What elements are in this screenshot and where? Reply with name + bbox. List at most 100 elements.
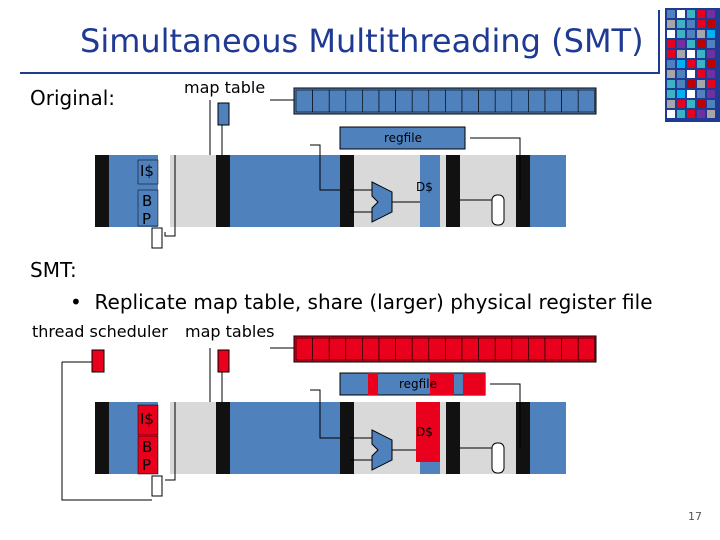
- thread-scheduler-box: [91, 349, 105, 373]
- logo-square: [677, 20, 685, 28]
- original-map-table-read-port: [217, 102, 230, 126]
- map-table-cell: [561, 89, 579, 113]
- smt-map-table-read-port: [217, 349, 230, 373]
- map-table-cell: [561, 337, 579, 361]
- logo-square: [707, 50, 715, 58]
- smt-bullet: • Replicate map table, share (larger) ph…: [70, 290, 653, 314]
- logo-square: [687, 50, 695, 58]
- original-heading: Original:: [30, 86, 115, 110]
- map-table-cell: [528, 337, 546, 361]
- map-table-cell: [577, 337, 596, 361]
- logo-square: [677, 100, 685, 108]
- map-table-cell: [411, 89, 430, 113]
- logo-square: [687, 100, 695, 108]
- logo-square: [707, 10, 715, 18]
- map-table-cell: [445, 337, 463, 361]
- map-table-cell: [428, 89, 446, 113]
- logo-square: [687, 30, 695, 38]
- map-table-cell: [511, 337, 529, 361]
- smt-dcache-box: [416, 402, 440, 462]
- map-table-cell: [345, 337, 363, 361]
- original-branch-predictor-box: [137, 189, 159, 227]
- smt-dcache-label: D$: [416, 425, 433, 439]
- original-map-table-label: map table: [184, 78, 266, 97]
- map-table-cell: [411, 337, 430, 361]
- logo-square: [677, 50, 685, 58]
- logo-square: [677, 80, 685, 88]
- original-dcache-stage: [420, 155, 440, 227]
- map-table-cell: [461, 89, 479, 113]
- original-rename-stage: [230, 155, 340, 227]
- original-icache-box: [137, 159, 159, 185]
- logo-square: [677, 110, 685, 118]
- map-table-cell: [362, 89, 380, 113]
- smt-writeback-mux: [491, 442, 505, 474]
- logo-square: [697, 90, 705, 98]
- logo-square: [677, 30, 685, 38]
- logo-square: [687, 110, 695, 118]
- title-underline: [20, 72, 660, 74]
- map-table-cell: [544, 337, 562, 361]
- logo-square: [687, 20, 695, 28]
- logo-grid: [665, 8, 720, 122]
- map-table-cell: [328, 337, 347, 361]
- original-writeback-mux: [491, 194, 505, 226]
- logo-square: [667, 20, 675, 28]
- smt-regfile-label: regfile: [399, 377, 437, 391]
- original-latch-3: [446, 155, 460, 227]
- map-table-cell: [511, 89, 529, 113]
- logo-square: [667, 90, 675, 98]
- map-table-cell: [461, 337, 479, 361]
- smt-heading: SMT:: [30, 258, 77, 282]
- logo-square: [667, 100, 675, 108]
- logo-square: [707, 70, 715, 78]
- logo-square: [677, 60, 685, 68]
- logo-square: [687, 10, 695, 18]
- logo-square: [707, 30, 715, 38]
- logo-square: [687, 70, 695, 78]
- original-regfile: [339, 126, 466, 150]
- original-icache-label: I$: [140, 162, 154, 180]
- logo-square: [667, 30, 675, 38]
- map-table-cell: [544, 89, 562, 113]
- original-latch-1: [216, 155, 230, 227]
- logo-square: [667, 10, 675, 18]
- map-table-cell: [378, 89, 396, 113]
- original-bp-label-b: B: [142, 192, 153, 210]
- map-table-cell: [395, 337, 413, 361]
- logo-square: [707, 90, 715, 98]
- logo-square: [677, 90, 685, 98]
- smt-branch-predictor-box: [137, 435, 159, 475]
- slide-title: Simultaneous Multithreading (SMT): [80, 22, 644, 60]
- logo-square: [687, 40, 695, 48]
- logo-square: [677, 10, 685, 18]
- map-table-cell: [328, 89, 347, 113]
- map-table-cell: [478, 89, 496, 113]
- map-table-cell: [494, 89, 513, 113]
- logo-square: [707, 60, 715, 68]
- map-table-cell: [295, 89, 313, 113]
- logo-square: [667, 40, 675, 48]
- smt-map-tables-label: map tables: [185, 322, 275, 341]
- smt-regfile-red-segment-2: [430, 373, 454, 395]
- logo-square: [697, 70, 705, 78]
- logo-square: [697, 10, 705, 18]
- logo-square: [667, 80, 675, 88]
- map-table-cell: [312, 337, 330, 361]
- map-table-cell: [362, 337, 380, 361]
- logo-square: [707, 80, 715, 88]
- smt-icache-box: [137, 404, 159, 436]
- logo-square: [707, 110, 715, 118]
- logo-square: [677, 40, 685, 48]
- smt-regfile-red-segment-3: [463, 373, 485, 395]
- logo-square: [707, 20, 715, 28]
- original-latch-4: [516, 155, 530, 227]
- logo-square: [667, 60, 675, 68]
- logo-square: [697, 110, 705, 118]
- smt-regfile-red-segment-1: [368, 373, 378, 395]
- logo-square: [667, 50, 675, 58]
- original-regfile-label: regfile: [384, 131, 422, 145]
- logo-square: [697, 60, 705, 68]
- smt-bp-label-p: P: [142, 456, 152, 474]
